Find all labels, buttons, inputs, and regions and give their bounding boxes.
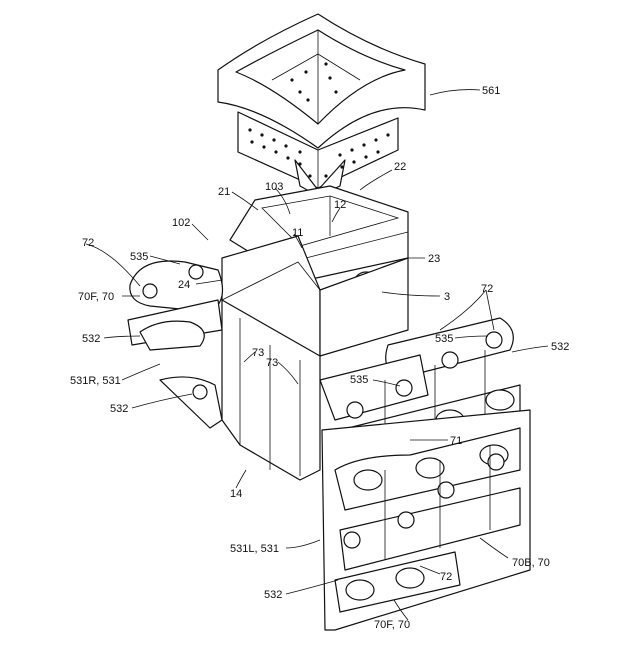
label-11: 11 xyxy=(292,227,303,239)
label-535-center: 535 xyxy=(350,374,368,386)
label-70f-70-lower: 70F, 70 xyxy=(374,619,410,631)
label-3: 3 xyxy=(444,291,450,303)
label-72-left: 72 xyxy=(82,237,94,249)
label-73-b: 73 xyxy=(266,357,278,369)
label-531l-531: 531L, 531 xyxy=(230,543,279,555)
label-21: 21 xyxy=(218,186,230,198)
label-535-left: 535 xyxy=(130,251,148,263)
label-532-bottom: 532 xyxy=(264,589,282,601)
label-103: 103 xyxy=(265,181,283,193)
label-72-bottom: 72 xyxy=(440,571,452,583)
label-532-left-lower: 532 xyxy=(110,403,128,415)
label-532-left-upper: 532 xyxy=(82,333,100,345)
label-531r-531: 531R, 531 xyxy=(70,375,121,387)
label-70b-70: 70B, 70 xyxy=(512,557,550,569)
left-chain xyxy=(128,261,223,428)
label-73-a: 73 xyxy=(252,347,264,359)
label-12: 12 xyxy=(334,199,346,211)
label-71: 71 xyxy=(450,435,462,447)
label-70f-70-upper: 70F, 70 xyxy=(78,291,114,303)
label-535-right: 535 xyxy=(435,333,453,345)
label-14: 14 xyxy=(230,488,242,500)
label-22: 22 xyxy=(394,161,406,173)
label-72-right: 72 xyxy=(481,283,493,295)
label-561: 561 xyxy=(482,85,500,97)
label-24: 24 xyxy=(178,279,190,291)
label-102: 102 xyxy=(172,217,190,229)
right-lower-chain xyxy=(322,410,530,630)
label-23: 23 xyxy=(428,253,440,265)
label-532-right: 532 xyxy=(551,341,569,353)
